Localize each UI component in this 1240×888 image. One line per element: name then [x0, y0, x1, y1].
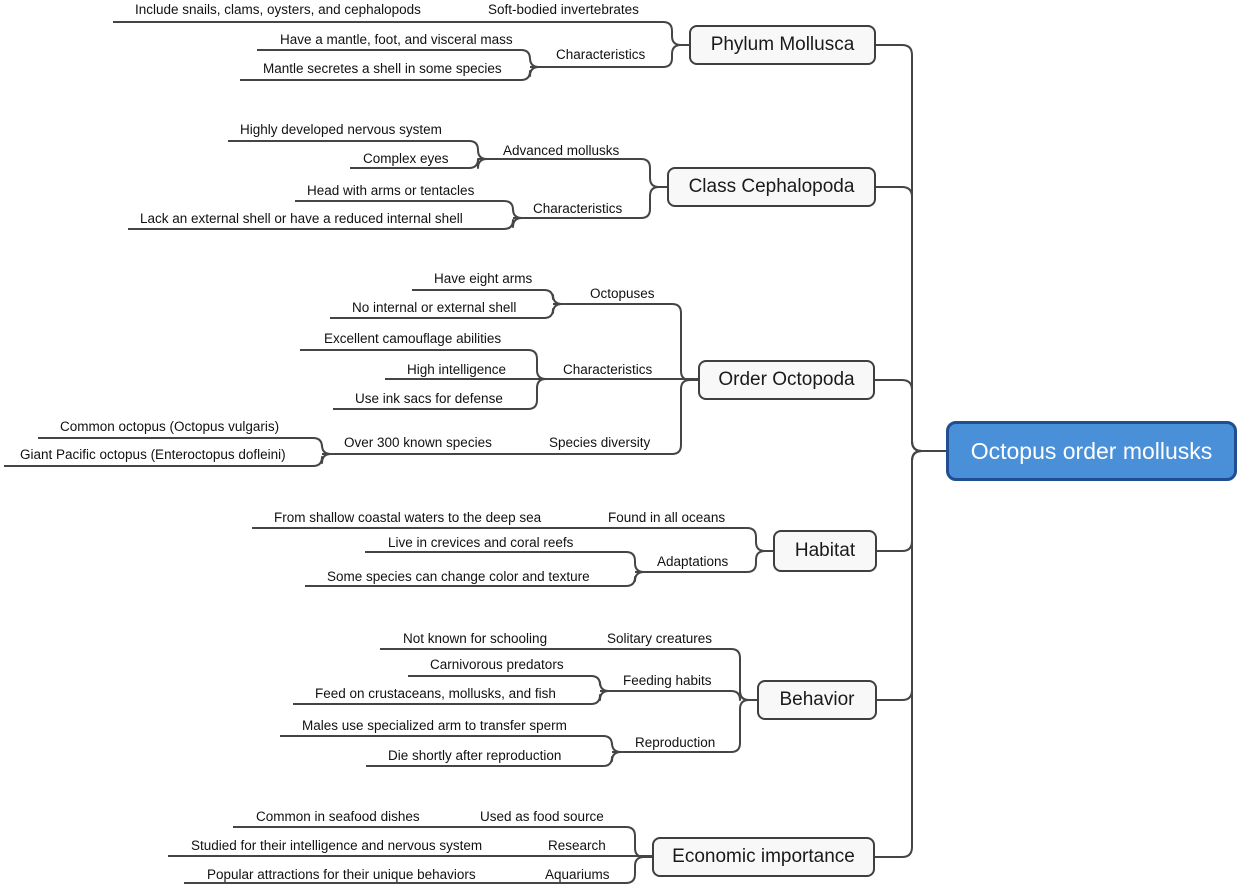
node-have-eight-arms[interactable]: Have eight arms: [434, 271, 533, 286]
connector-line: [280, 735, 622, 753]
node-habitat[interactable]: Habitat: [773, 530, 877, 572]
connector-line: [228, 140, 488, 160]
node-die-shortly-after-reproduction[interactable]: Die shortly after reproduction: [388, 748, 562, 763]
connector-line: [350, 158, 488, 169]
connector-line: [635, 550, 773, 573]
node-use-ink-sacs-for-defense[interactable]: Use ink sacs for defense: [355, 391, 503, 406]
node-excellent-camouflage-abilities[interactable]: Excellent camouflage abilities: [324, 331, 502, 346]
node-class-cephalopoda[interactable]: Class Cephalopoda: [667, 167, 876, 207]
node-giant-pacific-octopus-enteroctopus-doflein[interactable]: Giant Pacific octopus (Enteroctopus dofl…: [20, 447, 286, 462]
connector-line: [333, 378, 547, 410]
connector-line: [600, 690, 757, 701]
connector-line: [580, 527, 773, 552]
node-mantle-secretes-a-shell-in-some-species[interactable]: Mantle secretes a shell in some species: [263, 61, 502, 76]
node-order-octopoda[interactable]: Order Octopoda: [698, 360, 875, 400]
connector-line: [240, 66, 540, 81]
node-studied-for-their-intelligence-and-nervous[interactable]: Studied for their intelligence and nervo…: [191, 838, 483, 853]
node-highly-developed-nervous-system[interactable]: Highly developed nervous system: [240, 122, 442, 137]
connector-line: [293, 690, 610, 705]
node-over-300-known-species[interactable]: Over 300 known species: [344, 435, 492, 450]
node-head-with-arms-or-tentacles[interactable]: Head with arms or tentacles: [307, 183, 475, 198]
node-males-use-specialized-arm-to-transfer-sper[interactable]: Males use specialized arm to transfer sp…: [302, 718, 567, 733]
connector-line: [520, 856, 652, 884]
connector-line: [875, 379, 946, 452]
node-feed-on-crustaceans-mollusks-and-fish[interactable]: Feed on crustaceans, mollusks, and fish: [315, 686, 556, 701]
connector-line: [525, 379, 698, 455]
node-no-internal-or-external-shell[interactable]: No internal or external shell: [352, 300, 517, 315]
connector-line: [875, 450, 946, 858]
node-lack-an-external-shell-or-have-a-reduced-i[interactable]: Lack an external shell or have a reduced…: [140, 211, 463, 226]
connector-line: [366, 751, 622, 767]
branch-node-label: Order Octopoda: [718, 369, 855, 390]
node-octopuses[interactable]: Octopuses: [590, 286, 655, 301]
connector-line: [38, 437, 332, 455]
node-carnivorous-predators[interactable]: Carnivorous predators: [430, 657, 564, 672]
node-advanced-mollusks[interactable]: Advanced mollusks: [503, 143, 620, 158]
node-adaptations[interactable]: Adaptations: [657, 554, 729, 569]
node-characteristics[interactable]: Characteristics: [563, 362, 653, 377]
connector-line: [305, 571, 645, 587]
root-node-label: Octopus order mollusks: [970, 437, 1213, 464]
connector-line: [128, 217, 523, 230]
node-soft-bodied-invertebrates[interactable]: Soft-bodied invertebrates: [488, 2, 639, 17]
node-solitary-creatures[interactable]: Solitary creatures: [607, 631, 713, 646]
node-live-in-crevices-and-coral-reefs[interactable]: Live in crevices and coral reefs: [388, 535, 574, 550]
connector-line: [330, 303, 563, 319]
branch-node-label: Habitat: [794, 540, 856, 561]
node-characteristics[interactable]: Characteristics: [533, 201, 623, 216]
node-common-in-seafood-dishes[interactable]: Common in seafood dishes: [256, 809, 420, 824]
node-used-as-food-source[interactable]: Used as food source: [480, 809, 604, 824]
connector-line: [478, 158, 667, 188]
node-complex-eyes[interactable]: Complex eyes: [363, 151, 449, 166]
node-popular-attractions-for-their-unique-behav[interactable]: Popular attractions for their unique beh…: [207, 867, 476, 882]
connector-line: [300, 349, 547, 380]
node-include-snails-clams-oysters-and-cephalopo[interactable]: Include snails, clams, oysters, and ceph…: [135, 2, 421, 17]
node-some-species-can-change-color-and-texture[interactable]: Some species can change color and textur…: [327, 569, 590, 584]
branch-node-label: Phylum Mollusca: [710, 34, 855, 55]
connector-line: [295, 200, 523, 219]
connector-line: [412, 289, 563, 305]
node-feeding-habits[interactable]: Feeding habits: [623, 673, 712, 688]
branch-node-label: Behavior: [779, 689, 855, 710]
connector-line: [408, 675, 610, 692]
node-aquariums[interactable]: Aquariums: [545, 867, 610, 882]
node-reproduction[interactable]: Reproduction: [635, 735, 716, 750]
node-species-diversity[interactable]: Species diversity: [549, 435, 651, 450]
node-behavior[interactable]: Behavior: [757, 680, 877, 720]
node-economic-importance[interactable]: Economic importance: [652, 837, 875, 877]
node-high-intelligence[interactable]: High intelligence: [407, 362, 507, 377]
connector-line: [257, 49, 540, 68]
node-from-shallow-coastal-waters-to-the-deep-se[interactable]: From shallow coastal waters to the deep …: [274, 510, 542, 525]
node-found-in-all-oceans[interactable]: Found in all oceans: [608, 510, 726, 525]
connector-line: [365, 551, 645, 573]
connector-line: [513, 186, 667, 219]
node-common-octopus-octopus-vulgaris[interactable]: Common octopus (Octopus vulgaris): [60, 419, 280, 434]
node-have-a-mantle-foot-and-visceral-mass[interactable]: Have a mantle, foot, and visceral mass: [280, 32, 513, 47]
connector-line: [612, 699, 757, 753]
connector-line: [530, 44, 689, 68]
root-node-octopus-order-mollusks[interactable]: Octopus order mollusks: [946, 421, 1237, 481]
node-not-known-for-schooling[interactable]: Not known for schooling: [403, 631, 548, 646]
branch-node-label: Economic importance: [672, 846, 855, 867]
branch-node-label: Class Cephalopoda: [688, 176, 855, 197]
node-research[interactable]: Research: [548, 838, 606, 853]
node-characteristics[interactable]: Characteristics: [556, 47, 646, 62]
connector-line: [4, 453, 332, 467]
node-phylum-mollusca[interactable]: Phylum Mollusca: [689, 25, 876, 65]
